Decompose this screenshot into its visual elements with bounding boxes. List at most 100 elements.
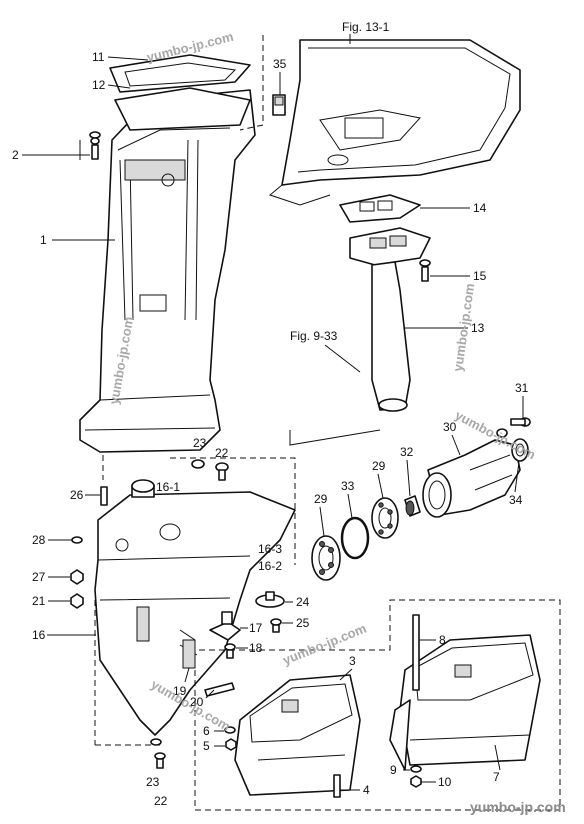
leader-line: [347, 493, 353, 519]
seal-34: [511, 438, 529, 462]
label-20: 20: [190, 695, 204, 709]
label-23: 23: [193, 436, 207, 450]
bearing-29-left: [311, 535, 341, 581]
label-12: 12: [92, 78, 106, 92]
bottom-cowling-ref: [268, 39, 521, 206]
bolt-31: [496, 417, 531, 438]
leader-line: [107, 56, 149, 61]
label-6: 6: [203, 724, 210, 738]
label-16-2: 16-2: [258, 559, 282, 573]
label-1: 1: [40, 233, 47, 247]
bushing-32: [404, 495, 421, 517]
part-24: [255, 591, 285, 608]
washer-23-lower: [150, 738, 162, 746]
extension-case-3: [234, 674, 361, 796]
label-16: 16: [32, 628, 46, 642]
exhaust-guide: [349, 227, 431, 412]
label-4: 4: [363, 783, 370, 797]
stud-4: [333, 774, 341, 798]
label-7: 7: [493, 770, 500, 784]
label-18: 18: [249, 641, 263, 655]
label-27: 27: [32, 570, 46, 584]
label-30: 30: [443, 420, 457, 434]
part-19: [182, 639, 196, 669]
bolt-22-lower: [154, 752, 166, 769]
bolt-15: [419, 259, 431, 282]
label-21: 21: [32, 594, 46, 608]
leader-line: [324, 344, 361, 373]
label-22: 22: [215, 446, 229, 460]
stud-8: [412, 614, 420, 691]
label-11: 11: [92, 50, 105, 64]
leader-line: [107, 84, 131, 89]
nut-5: [225, 738, 237, 751]
nut-21: [70, 593, 84, 609]
nut-10: [410, 775, 422, 788]
label-17: 17: [249, 621, 263, 635]
label-32: 32: [400, 445, 414, 459]
label-25: 25: [296, 616, 310, 630]
reference-bracket: [289, 429, 381, 446]
stud-26: [100, 486, 108, 506]
leader-line: [377, 473, 384, 499]
upper-casing: [79, 89, 256, 453]
leader-line: [494, 744, 501, 771]
bolt-2: [89, 131, 101, 160]
label-31: 31: [515, 381, 529, 395]
label-35: 35: [273, 57, 287, 71]
bolt-22: [215, 462, 229, 481]
label-24: 24: [296, 595, 310, 609]
label-2: 2: [12, 148, 19, 162]
exhaust-gasket: [339, 194, 421, 223]
leader-line: [406, 459, 411, 497]
bearing-housing-30: [422, 439, 521, 518]
label-16-1: 16-1: [156, 480, 180, 494]
label-16-3: 16-3: [258, 542, 282, 556]
bolt-25: [270, 618, 282, 633]
label-19: 19: [173, 684, 187, 698]
figure-ref-13-1: Fig. 13-1: [342, 20, 390, 34]
label-15: 15: [473, 269, 487, 283]
casing-gasket: [109, 54, 251, 131]
figure-ref-9-33: Fig. 9-33: [290, 329, 338, 343]
label-29-left: 29: [314, 492, 328, 506]
part-17: [209, 611, 241, 641]
label-5: 5: [203, 739, 210, 753]
label-33: 33: [341, 479, 355, 493]
label-23-lower: 23: [146, 775, 160, 789]
label-29-right: 29: [372, 459, 386, 473]
leader-line: [319, 506, 325, 537]
leader-line: [451, 434, 461, 456]
washer-28: [71, 536, 83, 544]
dashed-box: [170, 457, 296, 565]
label-3: 3: [349, 654, 356, 668]
label-22-lower: 22: [154, 794, 168, 808]
nut-27: [70, 569, 84, 585]
label-9: 9: [390, 763, 397, 777]
label-34: 34: [509, 493, 523, 507]
lower-casing: [94, 479, 296, 736]
bearing-29-right: [371, 497, 399, 539]
label-26: 26: [70, 488, 84, 502]
washer-23: [191, 459, 205, 469]
screw-20: [204, 682, 235, 697]
dashed-guide: [239, 35, 264, 131]
label-13: 13: [471, 321, 485, 335]
leader-line: [339, 668, 353, 681]
label-28: 28: [32, 533, 46, 547]
label-10: 10: [438, 775, 452, 789]
o-ring-33: [340, 516, 370, 560]
leader-line: [205, 689, 215, 699]
label-8-right: 8: [439, 633, 446, 647]
washer-6: [224, 726, 236, 734]
bolt-18: [224, 643, 236, 659]
part-35: [272, 94, 286, 116]
leader-line: [184, 667, 190, 683]
extension-case-7: [389, 634, 541, 771]
label-14: 14: [473, 201, 487, 215]
washer-9: [410, 765, 422, 773]
dashed-box: [194, 599, 561, 811]
leader-line: [514, 461, 520, 493]
watermark-footer: yumbo-jp.com: [470, 799, 566, 815]
